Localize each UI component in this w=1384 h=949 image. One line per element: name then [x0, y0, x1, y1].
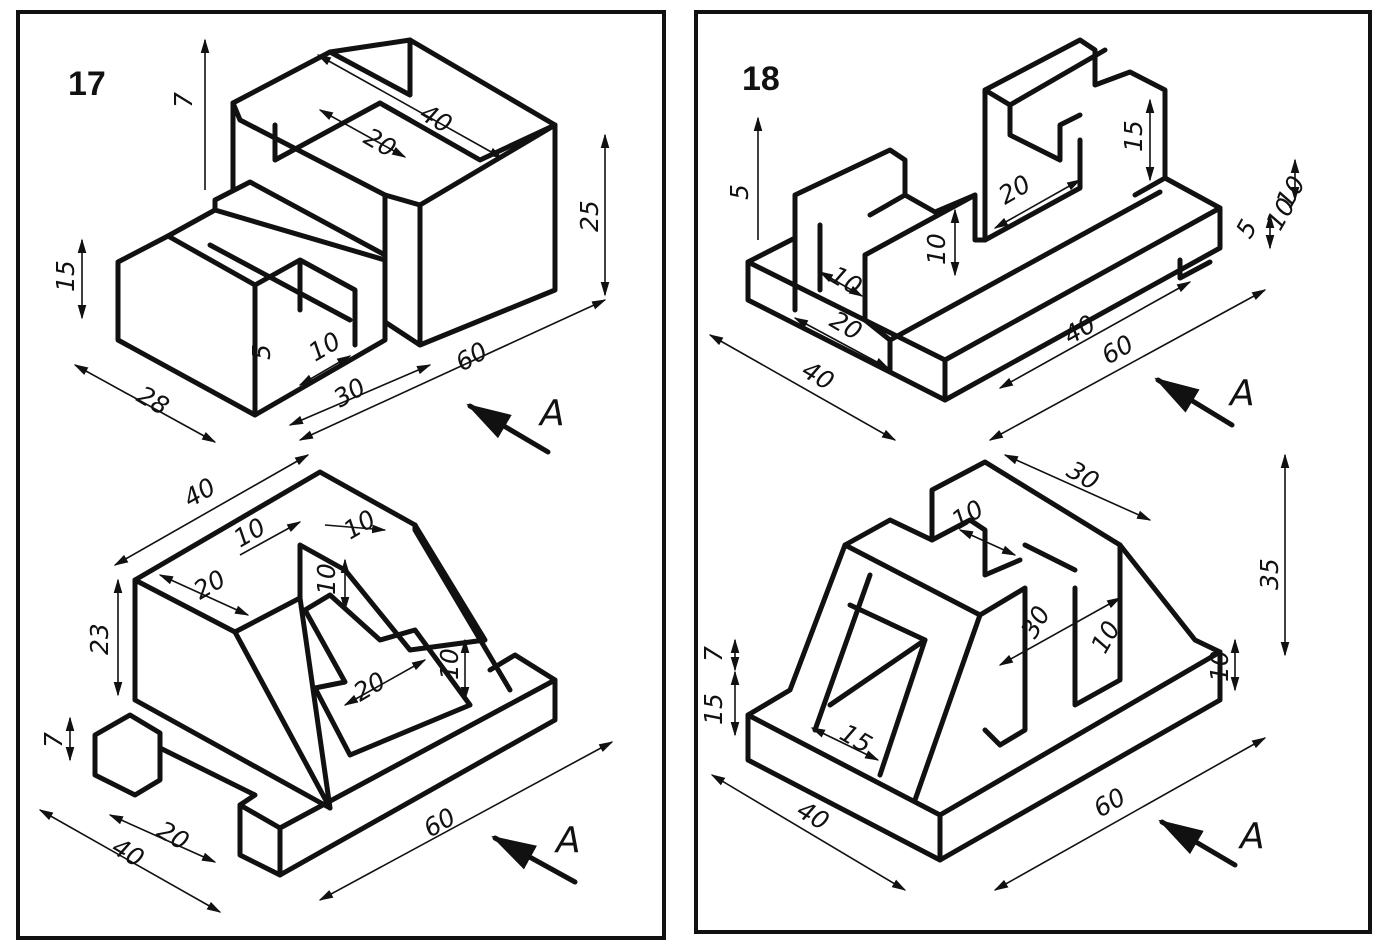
dim-7-base: 7 [39, 732, 68, 748]
dim-40-upper: 40 [179, 472, 221, 513]
dim-10-b: 10 [339, 504, 381, 545]
view-arrow-a-3 [1154, 377, 1235, 428]
panel-17-bottom-drawing: 40 10 10 20 23 10 20 10 7 20 40 60 A [38, 454, 614, 913]
base-front-edge [237, 677, 558, 878]
panel-17: 17 7 40 20 25 15 5 [16, 10, 666, 940]
view-label-a: A [538, 393, 565, 434]
dim-7: 7 [169, 92, 198, 108]
view-label-a-2: A [554, 820, 581, 861]
trapezoid-front [842, 542, 1028, 803]
slope-right-edge [412, 522, 513, 693]
dim-10-c: 10 [312, 563, 341, 595]
dim-line-60 [988, 289, 1267, 441]
window-diagonal [827, 637, 928, 708]
dim-line-20 [318, 109, 407, 158]
dim-line-30m [998, 597, 1122, 666]
dim-40-left: 40 [797, 355, 839, 396]
dim-30-top: 30 [1062, 455, 1104, 496]
panel-17-number: 17 [68, 65, 106, 103]
dim-28: 28 [132, 380, 174, 421]
dim-5-18: 5 [725, 184, 754, 200]
dim-15-18: 15 [1119, 120, 1148, 152]
back-block-step [382, 192, 423, 208]
dim-line-28 [73, 364, 217, 443]
view-arrow-a [466, 403, 551, 455]
dim-15: 15 [51, 260, 80, 292]
dim-line-40 [316, 54, 504, 159]
dim-20-18: 20 [994, 169, 1036, 210]
dim-20-upper: 20 [189, 564, 231, 605]
part-outline [745, 37, 1223, 403]
dim-60-18: 60 [1097, 329, 1139, 370]
front-rib [212, 179, 388, 258]
dim-line-40b [710, 774, 907, 891]
dim-10-top: 10 [304, 326, 346, 367]
panel-18: 18 5 15 10 20 10 10 5 10 20 [694, 10, 1372, 934]
front-block-left [115, 233, 258, 418]
upper-block-top [132, 469, 488, 653]
dim-line-40l [708, 334, 897, 441]
dim-line-10l [818, 271, 864, 297]
base-left-lug [92, 712, 163, 798]
dim-5-right: 5 [1230, 215, 1263, 243]
dim-10-a: 10 [229, 512, 271, 553]
dim-10-d: 10 [435, 648, 464, 680]
view-label-a-3: A [1228, 373, 1255, 414]
panel-18-number: 18 [742, 60, 780, 98]
dim-line-60b [318, 741, 614, 901]
dim-20-top: 20 [359, 122, 401, 163]
sloped-face-edge [232, 629, 333, 811]
dim-line-10b [324, 524, 387, 534]
dim-line-60b [993, 737, 1267, 891]
panel-17-top-drawing: 7 40 20 25 15 5 10 28 30 60 A [51, 37, 610, 455]
dim-line-40c [38, 809, 222, 913]
base-inner-edges [887, 189, 1213, 343]
dim-10-mid: 10 [922, 233, 951, 265]
dim-5: 5 [247, 344, 276, 360]
front-slot [252, 257, 358, 348]
panel-18-frame [694, 10, 1372, 934]
dim-line-20 [993, 179, 1082, 229]
dim-line-60 [298, 299, 607, 441]
left-riser-top [862, 192, 978, 258]
view-arrow-a-4 [1158, 819, 1238, 868]
dim-23: 23 [85, 623, 114, 655]
dim-40-top: 40 [415, 98, 457, 139]
dim-15-left: 15 [699, 693, 728, 725]
view-label-a-4: A [1238, 816, 1265, 857]
dim-line-20b [343, 659, 427, 706]
dim-line-10a [239, 521, 302, 556]
dim-35: 35 [1255, 558, 1284, 590]
dim-40-base: 40 [107, 832, 149, 873]
dim-10-right-2: 10 [1205, 650, 1234, 682]
dim-25: 25 [575, 200, 604, 232]
dim-line-20a [158, 574, 250, 616]
panel-18-bottom-drawing: 30 10 35 30 10 7 15 10 15 40 60 A [699, 453, 1290, 891]
dim-line-15w [810, 727, 880, 761]
dim-20-window: 20 [349, 666, 391, 707]
dim-60-top: 60 [451, 336, 493, 377]
dim-line-10t [958, 529, 1017, 556]
dim-line-30t [1003, 454, 1152, 521]
panel-17-frame [16, 10, 666, 940]
dim-line-40b [113, 454, 310, 566]
dim-7-18: 7 [699, 646, 728, 662]
view-arrow-a-2 [491, 835, 578, 885]
dim-15-window: 15 [835, 718, 877, 759]
dim-60-base: 60 [419, 802, 461, 843]
front-slot-line [207, 242, 353, 323]
right-riser-edges [982, 47, 1108, 163]
dim-30: 30 [329, 372, 371, 413]
panel-18-top-drawing: 5 15 10 20 10 10 5 10 20 40 40 60 A [708, 37, 1311, 441]
upper-block-front [132, 577, 333, 811]
